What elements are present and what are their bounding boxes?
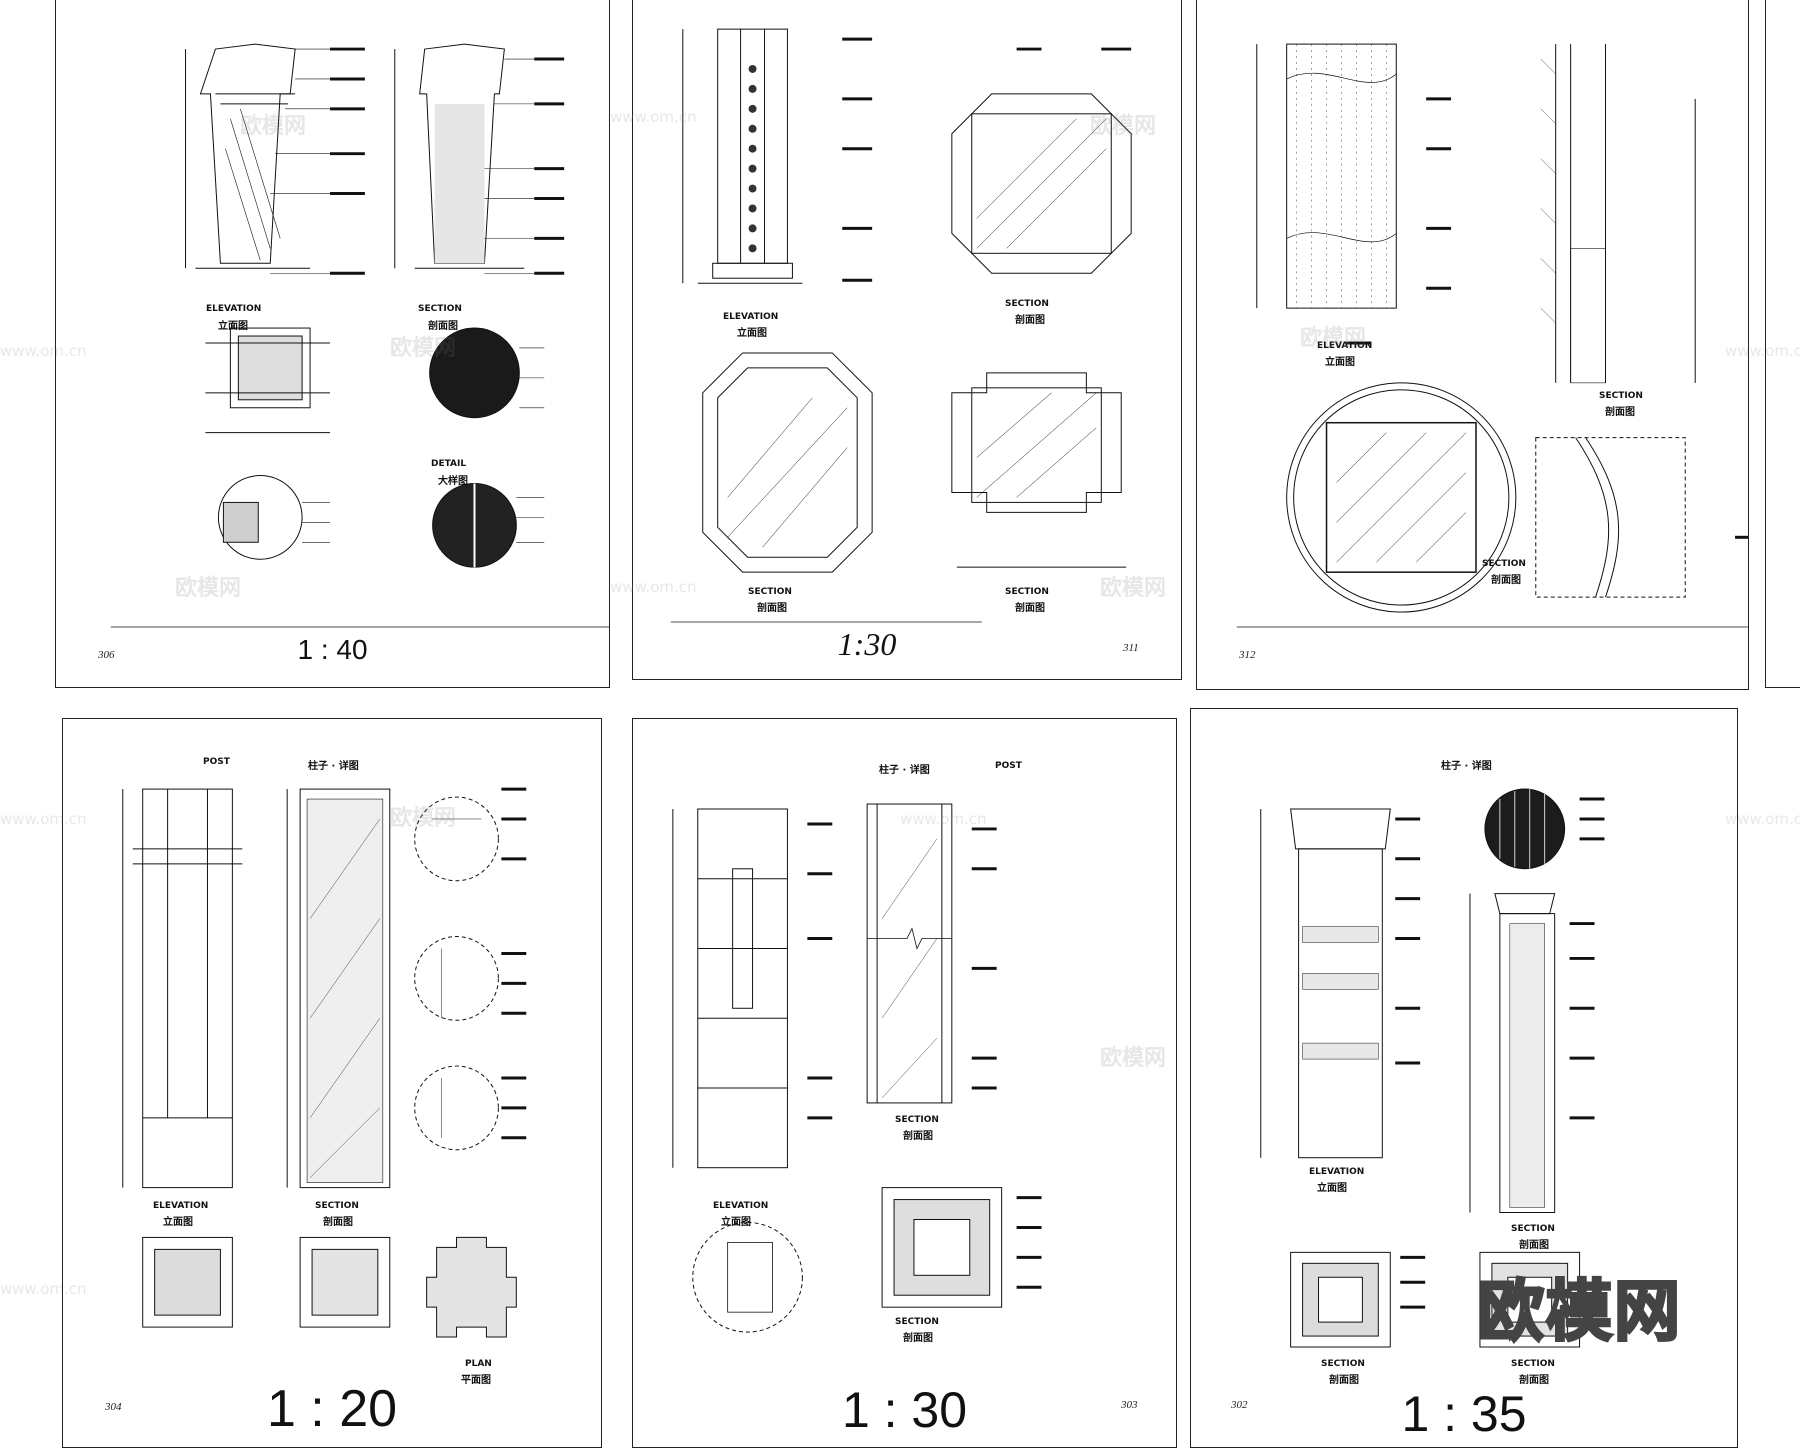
plan-label: PLAN xyxy=(465,1359,492,1369)
drawing-sheet-304: POST 柱子 · 详图 ELEVATION 立面图 SECTION 剖面图 P… xyxy=(62,718,602,1448)
elevation-label-cn: 立面图 xyxy=(1317,1183,1347,1194)
elevation-label: ELEVATION xyxy=(153,1201,209,1211)
section-label: SECTION xyxy=(1511,1224,1555,1234)
sheet-title-cn: 柱子 · 详图 xyxy=(1441,761,1492,772)
scale-label: 1 : 30 xyxy=(841,1382,968,1438)
page-number: 304 xyxy=(105,1401,122,1413)
column-drawing-312 xyxy=(1236,43,1748,628)
elevation-label-cn: 立面图 xyxy=(218,321,248,332)
drawing-sheet-303: 柱子 · 详图 POST ELEVATION 立面图 SECTION 剖面图 S… xyxy=(632,718,1177,1448)
column-drawing-302 xyxy=(1260,788,1605,1348)
column-drawing-303 xyxy=(672,803,1042,1333)
drawing-sheet-edge xyxy=(1765,0,1800,688)
page-number: 306 xyxy=(98,649,115,661)
section-label-b-cn: 剖面图 xyxy=(903,1333,933,1344)
page-number: 311 xyxy=(1123,642,1139,654)
section-label-b-cn: 剖面图 xyxy=(1329,1375,1359,1386)
section-label-a2: SECTION xyxy=(1005,587,1049,597)
section-label-cn: 剖面图 xyxy=(428,321,458,332)
section-label: SECTION xyxy=(895,1115,939,1125)
section-label-b: SECTION xyxy=(1482,559,1526,569)
section-label-cn: 剖面图 xyxy=(323,1217,353,1228)
section-label-cn: 剖面图 xyxy=(1015,315,1045,326)
section-label-b-cn: 剖面图 xyxy=(1491,575,1521,586)
section-label-c: SECTION xyxy=(748,587,792,597)
elevation-label: ELEVATION xyxy=(713,1201,769,1211)
elevation-label: ELEVATION xyxy=(1309,1167,1365,1177)
sheet-title-en: POST xyxy=(203,757,230,767)
drawing-sheet-302: 柱子 · 详图 ELEVATION 立面图 SECTION 剖面图 SECTIO… xyxy=(1190,708,1738,1448)
sheet-title-en: POST xyxy=(995,761,1022,771)
brand-logo-watermark: 欧模网 xyxy=(1477,1272,1682,1352)
detail-label-cn: 大样图 xyxy=(438,476,468,487)
section-label-cn: 剖面图 xyxy=(1519,1240,1549,1251)
sheet-title-cn: 柱子 · 详图 xyxy=(308,761,359,772)
drawing-sheet-306: ELEVATION 立面图 SECTION 剖面图 DETAIL 大样图 306… xyxy=(55,0,610,688)
elevation-label: ELEVATION xyxy=(723,312,779,322)
scale-label: 1 : 35 xyxy=(1401,1386,1527,1442)
section-label: SECTION xyxy=(418,304,462,314)
elevation-label-cn: 立面图 xyxy=(163,1217,193,1228)
elevation-label: ELEVATION xyxy=(1317,341,1373,351)
section-label-a2-cn: 剖面图 xyxy=(1015,603,1045,614)
page-number: 312 xyxy=(1239,649,1256,661)
sheet-title-cn: 柱子 · 详图 xyxy=(879,765,930,776)
elevation-label-cn: 立面图 xyxy=(737,328,767,339)
scale-label: 1:30 xyxy=(837,626,897,662)
elevation-label-cn: 立面图 xyxy=(1325,357,1355,368)
section-label-cn: 剖面图 xyxy=(903,1131,933,1142)
plan-label-cn: 平面图 xyxy=(461,1375,491,1386)
section-label: SECTION xyxy=(1599,391,1643,401)
scale-label: 1 : 40 xyxy=(297,634,368,665)
section-label-b: SECTION xyxy=(895,1317,939,1327)
section-label-c-cn: 剖面图 xyxy=(1519,1375,1549,1386)
section-label: SECTION xyxy=(1005,299,1049,309)
column-drawing-306 xyxy=(110,43,609,628)
section-label: SECTION xyxy=(315,1201,359,1211)
section-label-b: SECTION xyxy=(1321,1359,1365,1369)
section-label-c: SECTION xyxy=(1511,1359,1555,1369)
detail-label: DETAIL xyxy=(431,459,467,469)
section-label-c-cn: 剖面图 xyxy=(757,603,787,614)
elevation-label-cn: 立面图 xyxy=(721,1217,751,1228)
page-number: 302 xyxy=(1231,1399,1248,1411)
column-drawing-304 xyxy=(122,787,527,1338)
section-label-cn: 剖面图 xyxy=(1605,407,1635,418)
drawing-sheet-311: ELEVATION 立面图 SECTION 剖面图 SECTION 剖面图 SE… xyxy=(632,0,1182,680)
scale-label: 1 : 20 xyxy=(266,1380,398,1438)
drawing-sheet-312: ELEVATION 立面图 SECTION 剖面图 SECTION 剖面图 31… xyxy=(1196,0,1749,690)
elevation-label: ELEVATION xyxy=(206,304,262,314)
column-drawing-311 xyxy=(670,28,1132,623)
page-number: 303 xyxy=(1121,1399,1138,1411)
